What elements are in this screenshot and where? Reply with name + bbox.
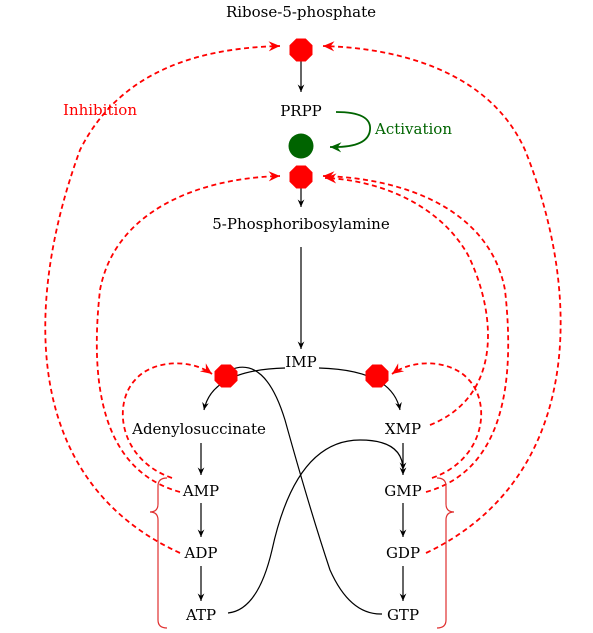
- node-5-phosphoribosylamine: 5-Phosphoribosylamine: [212, 215, 390, 233]
- inhibition-label: Inhibition: [63, 101, 137, 119]
- node-imp: IMP: [285, 353, 316, 371]
- node-adp: ADP: [184, 544, 218, 562]
- curve-imp-to-gtp: [229, 366, 383, 615]
- inhibition-adp-to-prpp-synthetase: [44, 41, 281, 554]
- adenylosuccinate-synthetase-marker: [214, 364, 238, 388]
- inhibition-gmp-to-imp-dehydrogenase: [391, 362, 482, 479]
- inhibition-gmp-to-amidotransferase: [322, 171, 510, 493]
- curve-atp-to-gmp: [227, 439, 407, 614]
- prpp-synthetase-marker: [289, 38, 313, 62]
- node-prpp: PRPP: [280, 102, 322, 120]
- node-ribose-5-phosphate: Ribose-5-phosphate: [226, 3, 376, 21]
- inhibition-arrows: [44, 41, 562, 554]
- amidotransferase-marker: [289, 165, 313, 189]
- activation-label: Activation: [374, 120, 452, 138]
- node-gdp: GDP: [386, 544, 420, 562]
- node-xmp: XMP: [385, 420, 421, 438]
- activation-loop: [288, 111, 371, 159]
- brackets: [149, 477, 455, 629]
- node-amp: AMP: [182, 482, 219, 500]
- guanine-nucleotides-bracket: [436, 477, 455, 629]
- inhibition-xmp-to-amidotransferase: [324, 173, 489, 426]
- inhibition-gdp-to-prpp-synthetase: [322, 41, 562, 554]
- node-atp: ATP: [185, 606, 216, 624]
- node-adenylosuccinate: Adenylosuccinate: [131, 420, 266, 438]
- node-gmp: GMP: [384, 482, 421, 500]
- adenine-nucleotides-bracket: [149, 477, 168, 629]
- imp-dehydrogenase-marker: [365, 364, 389, 388]
- inhibition-amp-to-adenylosuccinate-synthetase: [122, 362, 213, 479]
- enzyme-markers: [214, 38, 389, 388]
- activation-arrow: [329, 111, 371, 153]
- activation-marker: [288, 133, 314, 159]
- inhibition-amp-to-amidotransferase: [95, 171, 281, 493]
- node-labels: Ribose-5-phosphate PRPP 5-Phosphoribosyl…: [131, 3, 422, 624]
- node-gtp: GTP: [387, 606, 419, 624]
